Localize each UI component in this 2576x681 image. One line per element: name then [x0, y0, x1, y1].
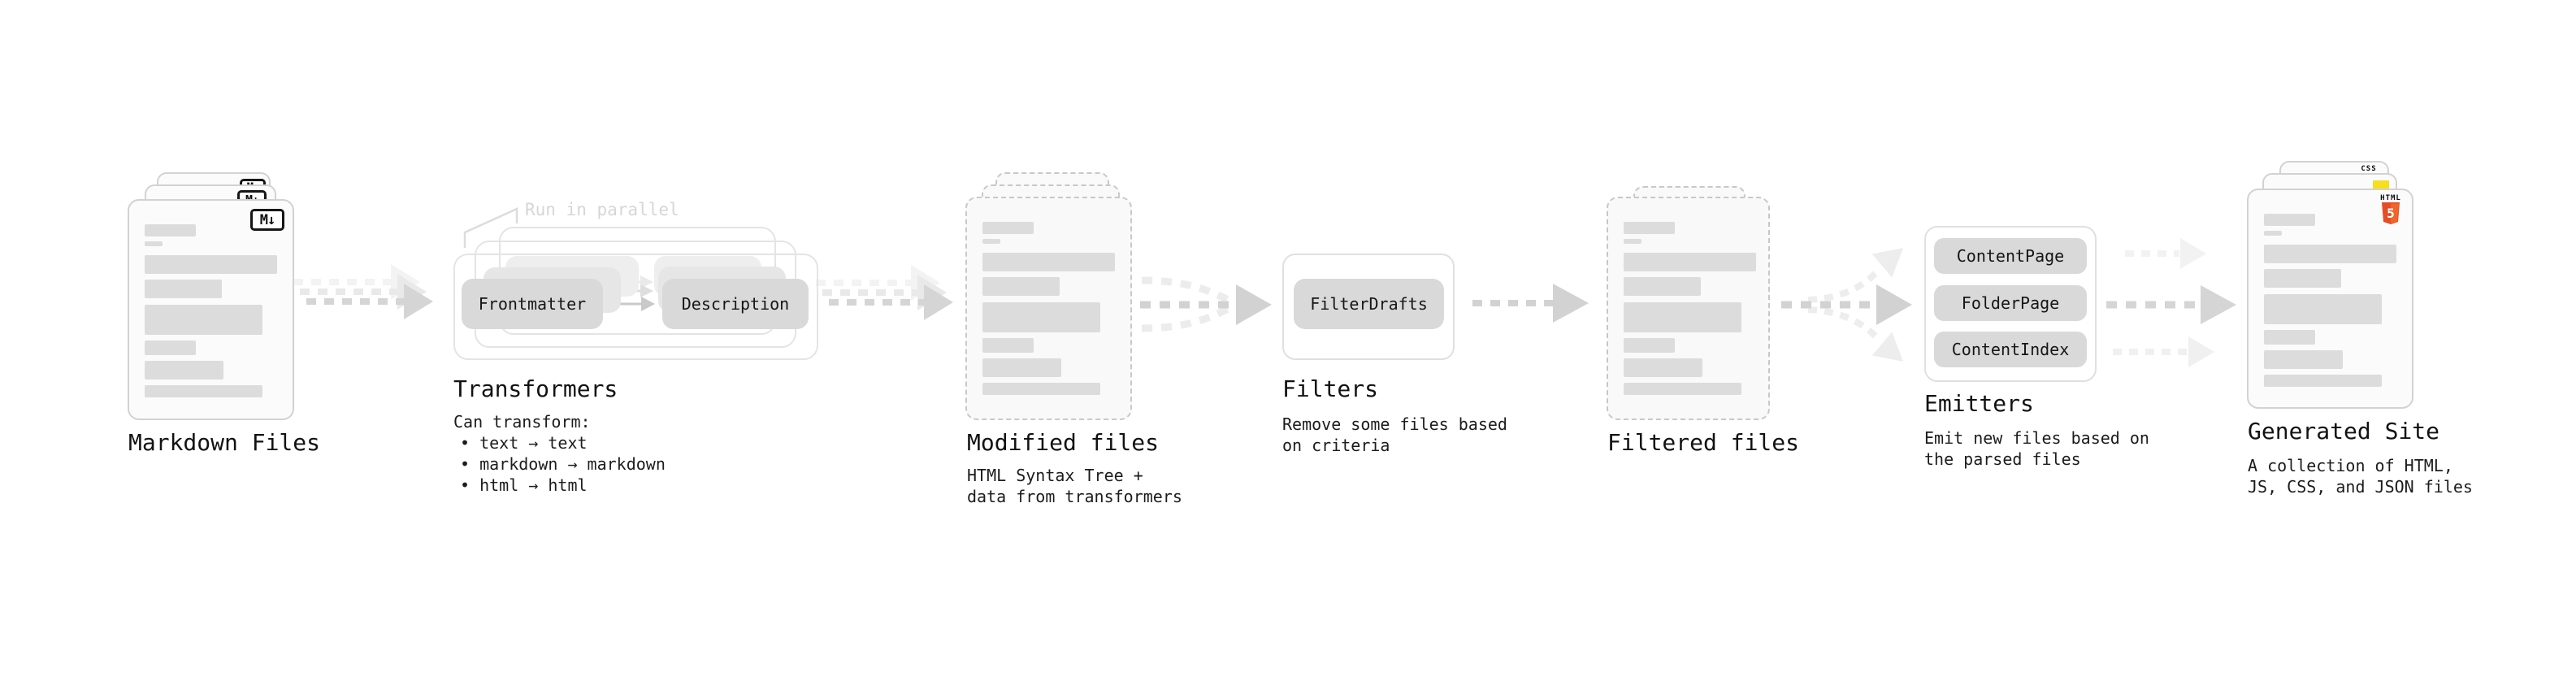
arrow-markdown-to-transformers — [293, 264, 433, 319]
stage-title-emitters: Emitters — [1924, 390, 2034, 417]
stage-title-filtered-files: Filtered files — [1607, 429, 1800, 456]
stage-title-generated-site: Generated Site — [2248, 418, 2440, 445]
modified-file-card — [965, 197, 1132, 420]
arrow-emitters-to-generated — [2106, 238, 2236, 367]
stage-title-transformers: Transformers — [453, 375, 618, 402]
list-item: • markdown → markdown — [460, 454, 666, 474]
transformers-description-heading: Can transform: — [453, 412, 591, 432]
list-item: • text → text — [460, 433, 588, 453]
description-chip: Description — [662, 279, 809, 329]
emitters-subtitle: Emit new files based on the parsed files — [1924, 428, 2149, 469]
modified-files-subtitle: HTML Syntax Tree + data from transformer… — [967, 466, 1182, 506]
transformer-run-box — [453, 254, 818, 360]
markdown-icon: M↓ — [250, 209, 284, 231]
arrow-transformers-to-modified — [816, 265, 953, 320]
filtered-file-card — [1607, 197, 1770, 420]
markdown-file-card: M↓ — [128, 199, 294, 420]
js-icon — [2373, 180, 2389, 190]
arrow-filtered-to-emitters — [1781, 248, 1912, 362]
frontmatter-chip: Frontmatter — [462, 279, 603, 329]
html5-shield: 5 — [2382, 202, 2400, 224]
filters-subtitle: Remove some files based on criteria — [1282, 414, 1507, 455]
generated-file-card: HTML 5 — [2247, 189, 2413, 409]
list-item: • html → html — [460, 475, 588, 495]
svg-text:5: 5 — [2387, 206, 2395, 221]
arrow-modified-to-filters — [1140, 276, 1272, 332]
run-in-parallel-label: Run in parallel — [525, 200, 679, 219]
content-index-chip: ContentIndex — [1934, 332, 2087, 367]
folder-page-chip: FolderPage — [1934, 285, 2087, 321]
generated-site-subtitle: A collection of HTML, JS, CSS, and JSON … — [2248, 456, 2473, 497]
filter-drafts-chip: FilterDrafts — [1294, 279, 1444, 329]
transformers-capabilities-list: • text → text • markdown → markdown • ht… — [460, 432, 666, 496]
arrow-filters-to-filtered — [1472, 284, 1589, 323]
stage-title-markdown-files: Markdown Files — [128, 429, 321, 456]
stage-title-modified-files: Modified files — [967, 429, 1160, 456]
stage-title-filters: Filters — [1282, 375, 1379, 402]
html5-icon: HTML 5 — [2380, 194, 2401, 228]
content-page-chip: ContentPage — [1934, 238, 2087, 274]
